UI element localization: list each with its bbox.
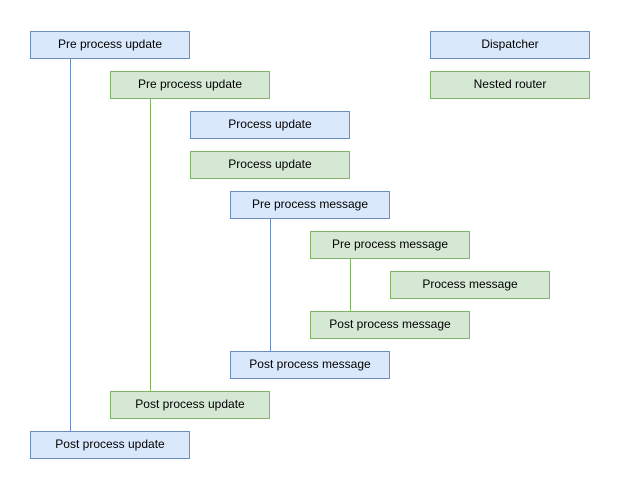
node-process-update[interactable]: Process update [190,151,350,179]
node-post-process-message[interactable]: Post process message [310,311,470,339]
node-label: Process update [228,157,312,172]
node-label: Post process update [135,397,245,412]
legend-item-dispatcher[interactable]: Dispatcher [430,31,590,59]
node-label: Process update [228,117,312,132]
node-process-update[interactable]: Process update [190,111,350,139]
connector-line-nested-router [150,99,151,391]
node-label: Pre process update [137,77,243,92]
node-post-process-update[interactable]: Post process update [30,431,190,459]
node-post-process-message[interactable]: Post process message [230,351,390,379]
node-label: Post process update [55,437,165,452]
node-label: Pre process message [331,237,449,252]
node-label: Post process message [329,317,451,332]
node-label: Post process message [249,357,371,372]
connector-line-dispatcher [70,59,71,431]
node-pre-process-update[interactable]: Pre process update [110,71,270,99]
node-process-message[interactable]: Process message [390,271,550,299]
node-post-process-update[interactable]: Post process update [110,391,270,419]
node-label: Process message [422,277,518,292]
connector-line-nested-router [350,259,351,311]
node-pre-process-update[interactable]: Pre process update [30,31,190,59]
node-label: Pre process update [57,37,163,52]
node-pre-process-message[interactable]: Pre process message [310,231,470,259]
legend-item-label: Nested router [473,77,547,92]
node-label: Pre process message [251,197,369,212]
node-pre-process-message[interactable]: Pre process message [230,191,390,219]
connector-line-dispatcher [270,219,271,351]
legend-item-nested-router[interactable]: Nested router [430,71,590,99]
legend-item-label: Dispatcher [481,37,539,52]
